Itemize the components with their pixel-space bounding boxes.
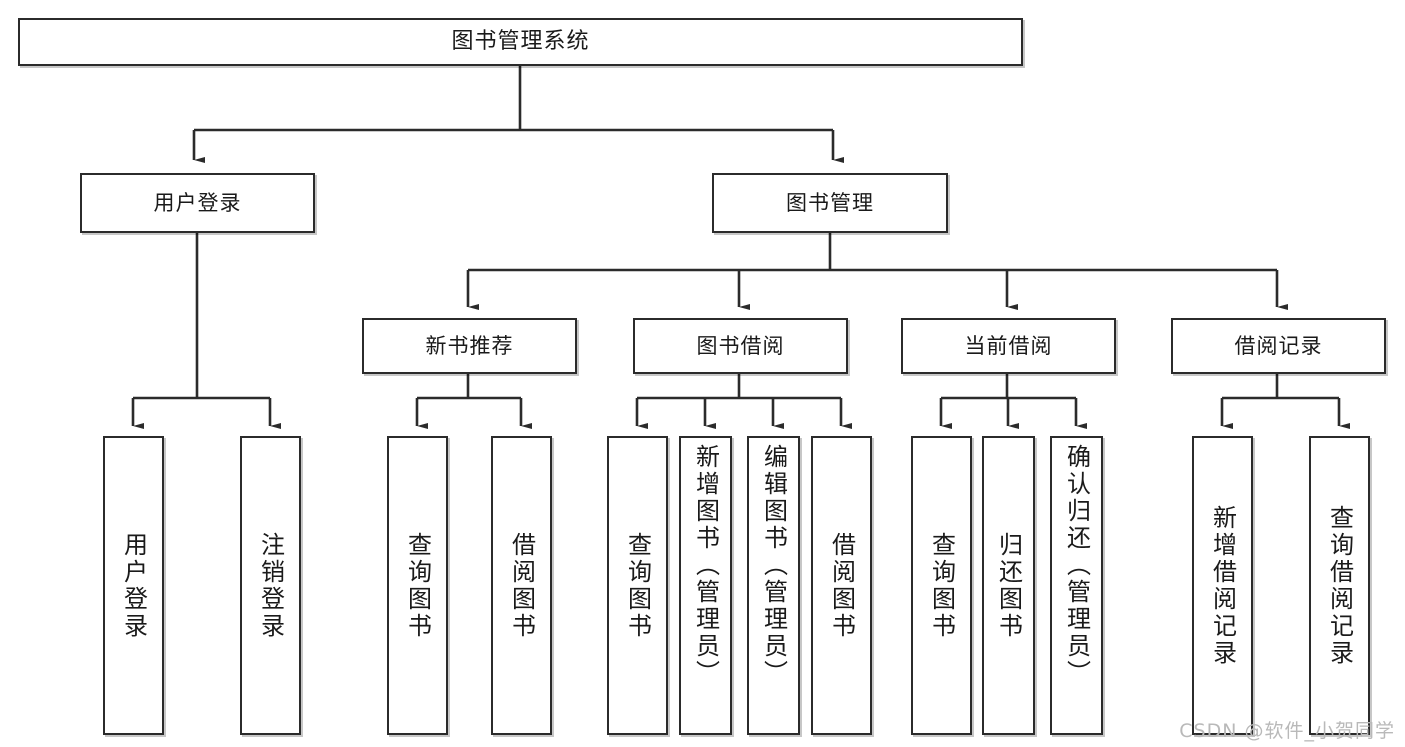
leaf-recommendation-borrow-book[interactable]: 借阅图书 — [491, 436, 552, 735]
leaf-record-query-borrow-record[interactable]: 查询借阅记录 — [1309, 436, 1370, 735]
node-borrowing-record[interactable]: 借阅记录 — [1171, 318, 1386, 374]
csdn-watermark: CSDN @软件_小贺同学 — [1179, 720, 1395, 742]
node-label: 新书推荐 — [425, 333, 514, 358]
node-label: 借阅图书 — [827, 531, 856, 640]
leaf-current-query-book[interactable]: 查询图书 — [911, 436, 972, 735]
node-label: 用户登录 — [119, 531, 148, 640]
node-label: 图书借阅 — [696, 333, 785, 358]
node-label: 图书管理系统 — [451, 29, 590, 55]
node-label: 查询图书 — [623, 531, 652, 640]
node-label: 用户登录 — [153, 190, 242, 215]
node-label: 新增借阅记录 — [1208, 504, 1237, 667]
node-book-management[interactable]: 图书管理 — [712, 173, 948, 233]
node-label: 借阅图书 — [507, 531, 536, 640]
node-label: 查询图书 — [927, 531, 956, 640]
node-label: 查询借阅记录 — [1325, 504, 1354, 667]
node-label: 当前借阅 — [964, 333, 1053, 358]
node-label: 编辑图书（管理员） — [759, 444, 788, 687]
leaf-borrowing-query-book[interactable]: 查询图书 — [607, 436, 668, 735]
node-book-borrowing[interactable]: 图书借阅 — [633, 318, 848, 374]
leaf-borrowing-edit-book-admin[interactable]: 编辑图书（管理员） — [747, 436, 800, 735]
node-user-login[interactable]: 用户登录 — [80, 173, 315, 233]
leaf-recommendation-query-book[interactable]: 查询图书 — [387, 436, 448, 735]
node-label: 借阅记录 — [1234, 333, 1323, 358]
node-root-book-management-system[interactable]: 图书管理系统 — [18, 18, 1023, 66]
node-label: 确认归还（管理员） — [1062, 444, 1091, 687]
node-label: 新增图书（管理员） — [691, 444, 720, 687]
leaf-current-confirm-return-admin[interactable]: 确认归还（管理员） — [1050, 436, 1103, 735]
leaf-current-return-book[interactable]: 归还图书 — [982, 436, 1035, 735]
leaf-borrowing-add-book-admin[interactable]: 新增图书（管理员） — [679, 436, 732, 735]
node-label: 图书管理 — [786, 190, 874, 215]
leaf-user-login[interactable]: 用户登录 — [103, 436, 164, 735]
node-label: 查询图书 — [403, 531, 432, 640]
leaf-borrowing-borrow-book[interactable]: 借阅图书 — [811, 436, 872, 735]
leaf-user-logout[interactable]: 注销登录 — [240, 436, 301, 735]
node-current-borrowing[interactable]: 当前借阅 — [901, 318, 1116, 374]
node-label: 注销登录 — [256, 531, 285, 640]
node-label: 归还图书 — [994, 531, 1023, 640]
leaf-record-add-borrow-record[interactable]: 新增借阅记录 — [1192, 436, 1253, 735]
node-new-book-recommendation[interactable]: 新书推荐 — [362, 318, 577, 374]
